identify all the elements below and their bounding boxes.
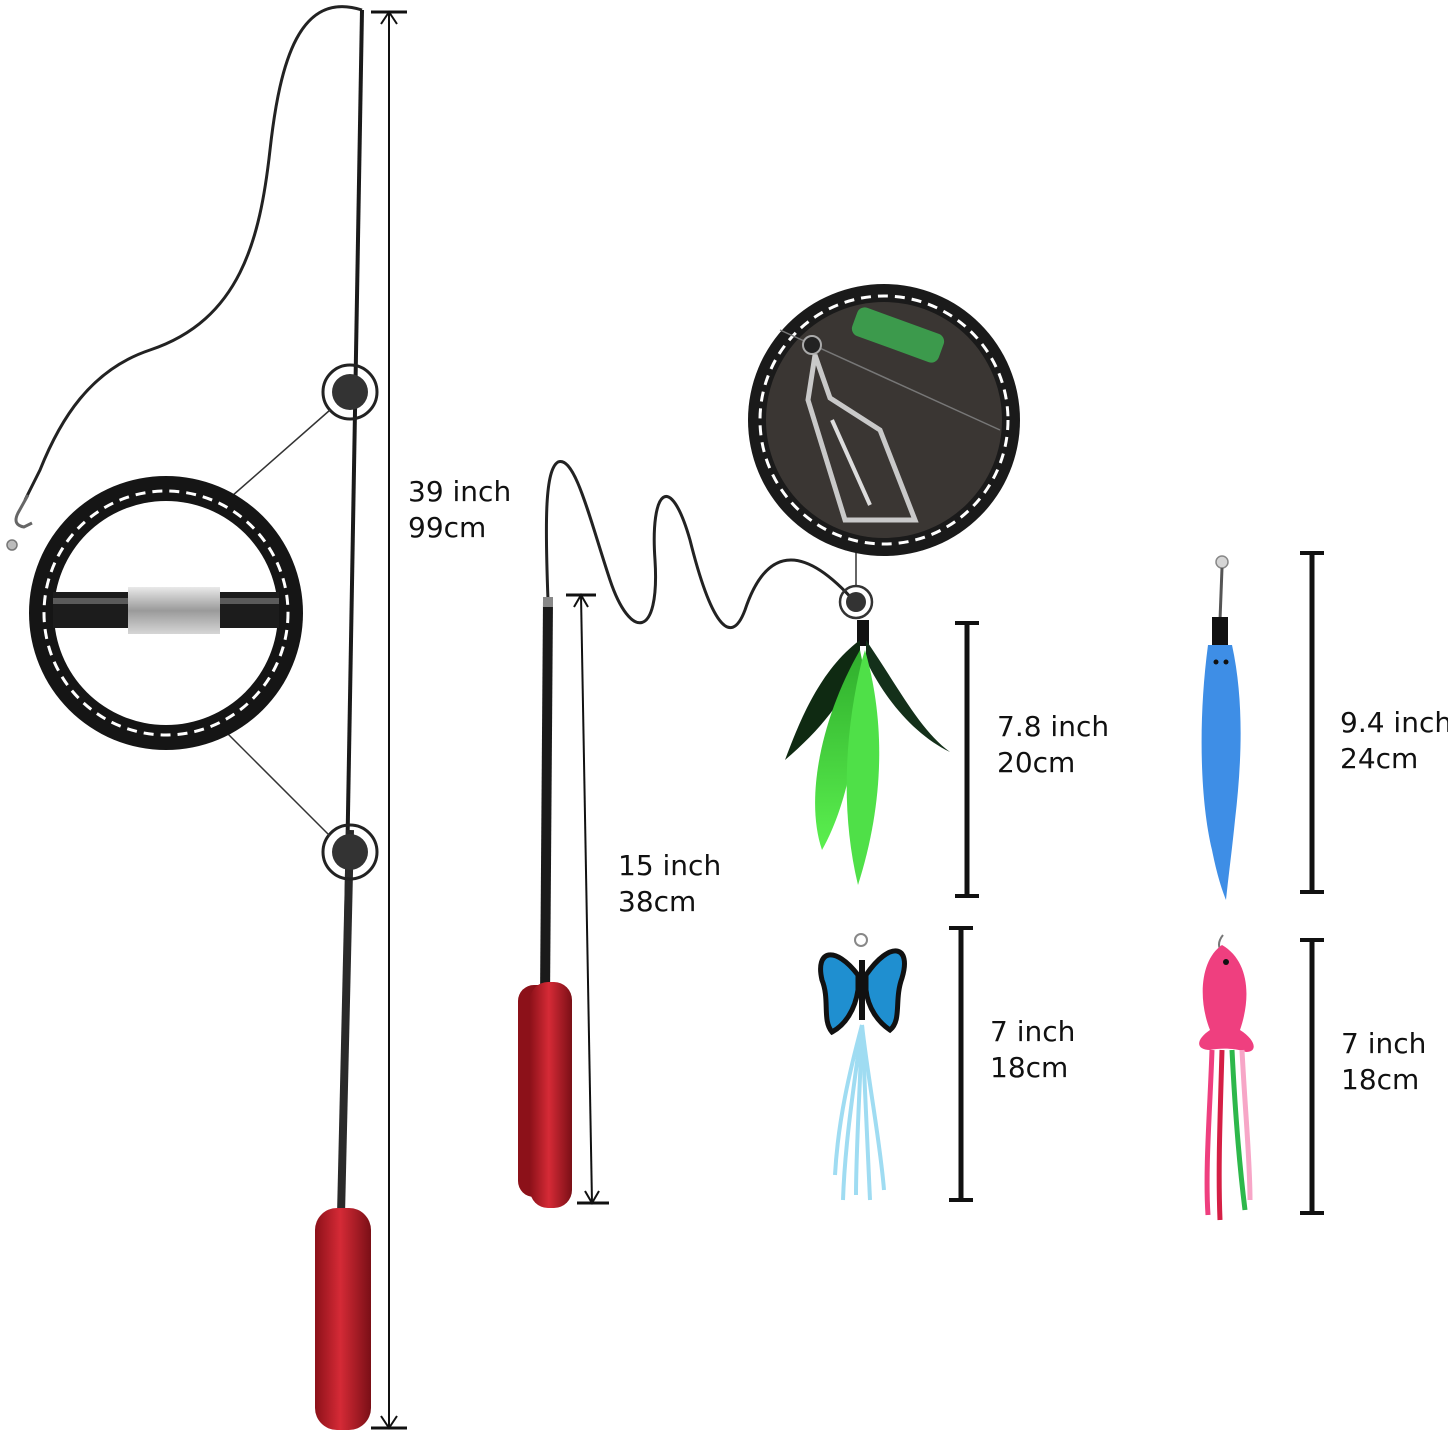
feather-toy	[785, 620, 950, 885]
short-rod-string	[544, 460, 857, 630]
fish-size-label: 7 inch 18cm	[1341, 1026, 1426, 1098]
long-rod-size-label: 39 inch 99cm	[408, 474, 511, 546]
short-rod	[518, 284, 1020, 1208]
short-rod-inch: 15 inch	[618, 849, 722, 882]
worm-body	[1201, 645, 1241, 900]
short-rod-dimension-line	[566, 593, 609, 1205]
long-rod-bell	[6, 539, 18, 551]
fish-inch: 7 inch	[1341, 1027, 1427, 1060]
short-rod-cm: 38cm	[618, 885, 697, 918]
feather-blade-right	[846, 650, 880, 885]
feather-blade-left	[815, 650, 862, 850]
long-rod-joint-upper	[321, 363, 379, 421]
long-rod	[6, 5, 379, 1430]
short-rod-shaft	[540, 599, 553, 1001]
long-rod-shaft-lower	[337, 829, 354, 1216]
short-rod-size-label: 15 inch 38cm	[618, 848, 721, 920]
fish-body	[1199, 945, 1254, 1052]
worm-dimension-line	[1300, 551, 1324, 894]
fish-cm: 18cm	[1341, 1063, 1420, 1096]
clip-zoom-circle	[748, 284, 1020, 556]
joint-zoom-circle	[29, 476, 303, 750]
butterfly-dimension-line	[949, 926, 973, 1202]
fish-dimension-line	[1300, 938, 1324, 1215]
long-rod-handle	[315, 1208, 371, 1430]
feather-dimension-line	[955, 621, 979, 898]
worm-toy	[1201, 555, 1241, 900]
butterfly-size-label: 7 inch 18cm	[990, 1014, 1075, 1086]
metal-connector	[128, 587, 220, 634]
feather-cm: 20cm	[997, 746, 1076, 779]
snap-clip	[805, 354, 919, 523]
fish-toy	[1196, 934, 1254, 1221]
worm-cm: 24cm	[1340, 742, 1419, 775]
long-rod-inch: 39 inch	[408, 475, 512, 508]
butterfly-toy	[818, 933, 907, 1201]
butterfly-wing-left	[818, 952, 861, 1036]
ribbon-tassel	[833, 1024, 886, 1201]
long-rod-dimension-line	[371, 10, 407, 1430]
long-rod-hook	[14, 494, 33, 529]
worm-size-label: 9.4 inch 24cm	[1340, 705, 1448, 777]
feather-size-label: 7.8 inch 20cm	[997, 709, 1109, 781]
butterfly-wing-right	[863, 948, 907, 1034]
long-rod-cm: 99cm	[408, 511, 487, 544]
short-rod-handle	[530, 982, 572, 1208]
long-rod-string	[23, 5, 363, 501]
feather-inch: 7.8 inch	[997, 710, 1110, 743]
long-rod-joint-lower	[321, 823, 379, 881]
green-crimp-sleeve	[851, 307, 945, 363]
butterfly-cm: 18cm	[990, 1051, 1069, 1084]
worm-inch: 9.4 inch	[1340, 706, 1448, 739]
butterfly-inch: 7 inch	[990, 1015, 1076, 1048]
fish-ribbons	[1196, 1049, 1253, 1221]
